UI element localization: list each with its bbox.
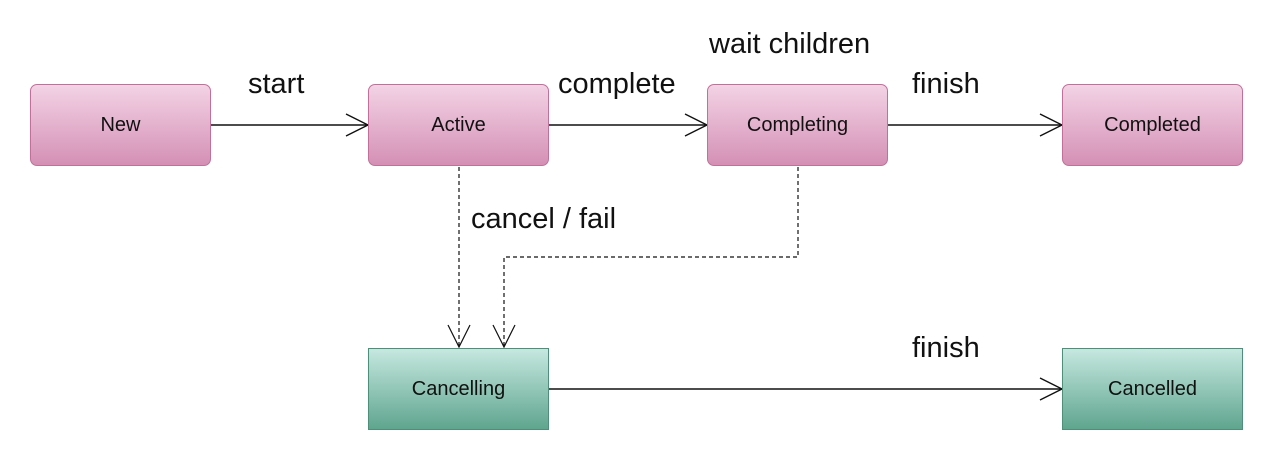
state-completed: Completed — [1062, 84, 1243, 166]
transition-label-wait-children: wait children — [709, 28, 871, 60]
state-active-label: Active — [431, 113, 486, 136]
state-completing-label: Completing — [746, 113, 849, 136]
state-cancelled-label: Cancelled — [1108, 377, 1197, 400]
state-active: Active — [368, 84, 549, 166]
transition-label-finish-bottom: finish — [912, 332, 980, 364]
state-new: New — [30, 84, 211, 166]
transition-label-start: start — [248, 68, 305, 100]
state-cancelling: Cancelling — [368, 348, 549, 430]
transition-label-cancel-fail: cancel / fail — [471, 203, 617, 235]
state-completing: Completing — [707, 84, 888, 166]
arrowhead-completing-to-cancelling — [492, 324, 516, 349]
transition-label-complete: complete — [558, 68, 676, 100]
transition-label-finish-top: finish — [912, 68, 980, 100]
state-cancelling-label: Cancelling — [411, 377, 506, 400]
dashed-arrow-completing-to-cancelling — [503, 167, 799, 347]
arrowhead-active-to-cancelling — [447, 324, 471, 349]
state-completed-label: Completed — [1104, 113, 1201, 136]
state-new-label: New — [100, 113, 141, 136]
state-cancelled: Cancelled — [1062, 348, 1243, 430]
